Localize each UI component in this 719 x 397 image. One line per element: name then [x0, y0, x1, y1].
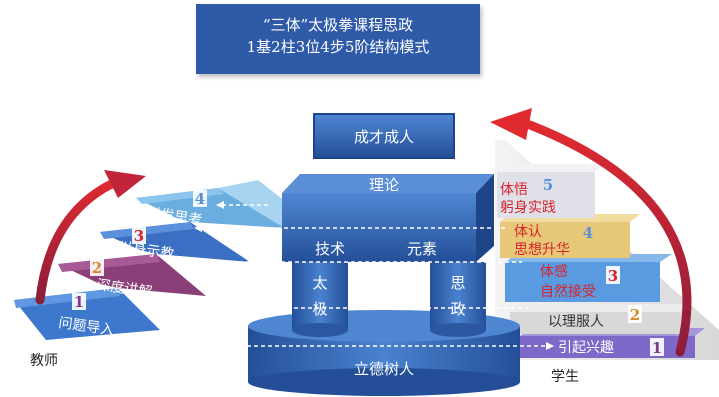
right-pillar-char-1: 思 [450, 274, 465, 292]
student-step-3-line1: 体感 [540, 263, 568, 280]
teacher-curved-arrow [35, 175, 125, 305]
lintel-right-label: 元素 [407, 240, 437, 258]
dashed-arrowheads [170, 201, 554, 350]
student-step-1-label: 引起兴趣 [558, 340, 614, 356]
student-curved-arrow [525, 120, 692, 357]
student-step-2-num: 2 [630, 306, 640, 324]
student-step-4-line1: 体认 [514, 224, 542, 240]
right-pillar-char-2: 政 [450, 300, 465, 318]
student-step-numbers: 1 2 3 4 5 [543, 176, 664, 357]
top-block-label: 成才成人 [354, 128, 414, 146]
teacher-step-2-top [58, 254, 160, 272]
teacher-step-2-label: 深度讲解 [95, 277, 153, 301]
teacher-step-4-label: 引发思考 [145, 205, 203, 229]
teacher-step-1-num: 1 [74, 293, 84, 311]
student-arrow-head [490, 108, 532, 140]
teacher-step-3-top [100, 222, 194, 239]
student-step-4-line2: 思想升华 [514, 242, 570, 258]
teacher-step-1-label: 问题导入 [57, 315, 115, 339]
teacher-step-2-num: 2 [92, 259, 102, 277]
student-step-3-line2: 自然接受 [540, 283, 596, 300]
student-step-3-num: 3 [608, 267, 618, 285]
teacher-step-3-label: 以身示教 [117, 239, 175, 263]
lintel-top-label: 理论 [369, 176, 399, 194]
student-step-labels: 引起兴趣 以理服人 体感 自然接受 体认 思想升华 体悟 躬身实践 [500, 182, 614, 356]
student-step-5-line2: 躬身实践 [500, 200, 556, 216]
dashed-connectors [30, 204, 550, 347]
teacher-step-4-num: 4 [195, 190, 205, 208]
student-step-5-line1: 体悟 [500, 182, 528, 198]
student-step-1-num: 1 [652, 339, 662, 357]
student-step-3 [505, 262, 660, 302]
teacher-label: 教师 [30, 353, 58, 369]
student-step-5 [497, 172, 595, 218]
teacher-staircase [14, 180, 290, 340]
base-label: 立德树人 [354, 360, 414, 378]
top-block [313, 113, 455, 159]
title-line-1: “三体”太极拳课程思政 [262, 16, 414, 34]
lintel-left-label: 技术 [315, 240, 345, 258]
title-box: “三体”太极拳课程思政 1基2柱3位4步5阶结构模式 [196, 4, 480, 74]
teacher-step-labels: 问题导入 深度讲解 以身示教 引发思考 [57, 205, 203, 339]
left-pillar-char-2: 极 [312, 300, 327, 318]
teacher-arrow-head [104, 170, 146, 198]
title-line-2: 1基2柱3位4步5阶结构模式 [246, 38, 430, 56]
left-pillar [292, 262, 348, 337]
left-pillar-char-1: 太 [312, 274, 327, 292]
teacher-step-numbers: 1 2 3 4 [72, 190, 207, 311]
student-step-4 [500, 222, 630, 258]
student-step-2-label: 以理服人 [548, 314, 604, 330]
teacher-step-3-num: 3 [134, 227, 144, 245]
teacher-step-4-side [218, 180, 290, 228]
right-pillar [430, 262, 486, 337]
student-step-4-num: 4 [583, 224, 593, 242]
student-step-5-num: 5 [543, 176, 553, 194]
student-label: 学生 [551, 369, 579, 385]
